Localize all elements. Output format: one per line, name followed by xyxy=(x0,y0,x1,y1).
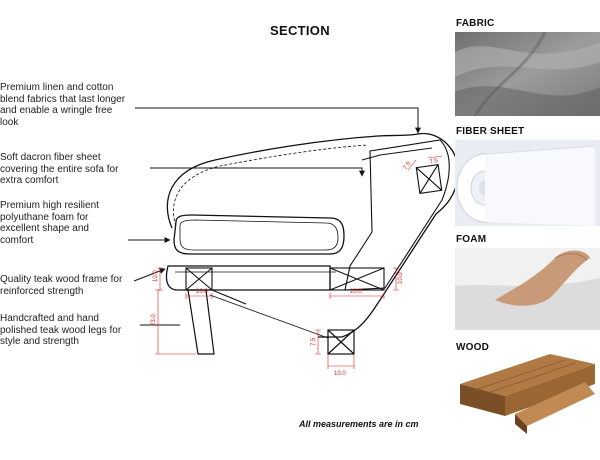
leader-lines xyxy=(128,107,421,326)
material-label-fiber-sheet: FIBER SHEET xyxy=(456,126,525,137)
dim-leg-offset: 7.5 xyxy=(311,337,317,346)
dim-back-top-b: 7.5 xyxy=(429,158,439,166)
callout-teak-frame: Quality teak wood frame for reinforced s… xyxy=(0,274,123,297)
dimension-labels: 10.0 20.0 10.0 23.0 7.5 10.0 10.0 7.5 7.… xyxy=(151,158,439,377)
dim-leg-height: 23.0 xyxy=(151,314,157,326)
teak-frame-blocks xyxy=(185,163,443,291)
callout-fabric: Premium linen and cotton blend fabrics t… xyxy=(0,82,126,128)
backrest-edge xyxy=(361,147,433,161)
fiber-roll-icon xyxy=(455,140,600,226)
leg-back xyxy=(327,329,355,355)
sofa-outline xyxy=(165,132,460,338)
leader-frame xyxy=(133,268,166,282)
dim-back-top-a: 7.5 xyxy=(403,160,413,171)
backrest-inner xyxy=(344,139,450,291)
outer-fabric xyxy=(166,132,460,338)
leg-front xyxy=(187,289,215,355)
dimension-lines xyxy=(155,155,443,369)
callout-foam: Premium high resilient polyuthane foam f… xyxy=(0,200,99,246)
dim-frame-height-right: 10.0 xyxy=(398,272,404,284)
dim-frame-width-right: 20.0 xyxy=(350,289,362,295)
foam-block-icon xyxy=(455,248,600,330)
callout-teak-legs: Handcrafted and hand polished teak wood … xyxy=(0,313,122,347)
section-title: SECTION xyxy=(270,23,330,38)
fiber-line xyxy=(173,144,369,227)
leg-front-brace xyxy=(211,289,247,305)
wood-planks-icon xyxy=(455,354,600,434)
leader-fabric xyxy=(135,107,421,134)
dim-frame-height: 10.0 xyxy=(153,270,159,282)
seat-cushion-inner xyxy=(179,219,339,251)
seat-base xyxy=(165,265,331,291)
material-label-fabric: FABRIC xyxy=(456,18,495,29)
leader-fiber xyxy=(150,167,365,177)
measurement-footnote: All measurements are in cm xyxy=(299,419,419,429)
material-label-foam: FOAM xyxy=(456,234,487,245)
callout-fiber-sheet: Soft dacron fiber sheet covering the ent… xyxy=(0,152,119,186)
seat-cushion xyxy=(173,214,345,255)
fabric-swatch-icon xyxy=(455,31,600,117)
frame-block-right xyxy=(329,267,385,291)
teak-legs xyxy=(187,289,355,355)
dim-frame-width-left: 10.0 xyxy=(196,289,208,295)
dim-leg-width: 10.0 xyxy=(334,371,346,377)
material-label-wood: WOOD xyxy=(456,342,490,353)
frame-block-top xyxy=(415,163,443,195)
stretcher xyxy=(209,294,329,339)
